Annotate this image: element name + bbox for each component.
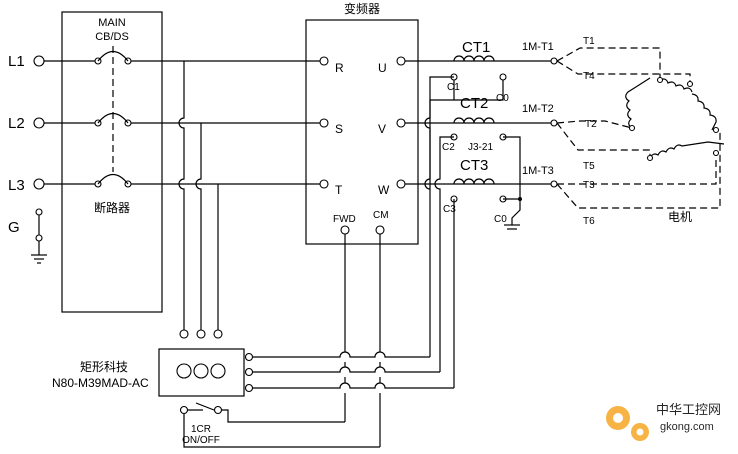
main-breaker-box [61,11,163,313]
terminal-w-label: W [378,183,390,197]
m1-label: 1M-T1 [522,41,554,53]
g-label: G [8,219,20,236]
c3-label: C3 [443,204,456,215]
cr1-label: 1CR [191,424,211,435]
main-label: MAIN [98,17,126,29]
ct-coils [453,55,495,185]
ct-secondary-wires [424,73,522,388]
terminal-u-label: U [378,61,387,75]
ct2-label: CT2 [460,95,488,112]
t4-label: T4 [583,71,595,82]
model-label: N80-M39MAD-AC [52,376,149,390]
t5-label: T5 [583,161,595,172]
terminal-v-label: V [378,122,386,136]
cm-label: CM [373,210,389,221]
ct1-label: CT1 [462,39,490,56]
t6-label: T6 [583,216,595,227]
c0b-label: C0 [494,214,507,225]
ct3-label: CT3 [460,157,488,174]
terminal-s-label: S [335,122,343,136]
terminal-r-label: R [335,61,344,75]
ground-symbol [31,208,47,264]
breaker-label: 断路器 [94,200,130,215]
motor-leads [556,47,721,209]
inverter-box [305,19,419,245]
terminal-t-label: T [335,183,343,197]
brand-label: 矩形科技 [80,360,128,374]
fwd-label: FWD [333,214,356,225]
tap-wires [178,61,219,330]
m3-label: 1M-T3 [522,165,554,177]
j321-label: J3-21 [468,142,493,153]
inverter-terminals [319,56,406,235]
module-signal-wires [183,234,454,448]
n80-terminals [176,329,254,415]
breaker-contacts [94,46,132,188]
c2-label: C2 [442,142,455,153]
l2-label: L2 [8,115,25,132]
m2-label: 1M-T2 [522,103,554,115]
t3-label: T3 [583,180,595,191]
watermark-cn: 中华工控网 [656,403,721,418]
cbds-label: CB/DS [95,31,129,43]
onoff-label: ON/OFF [182,435,220,446]
motor-windings [625,76,725,162]
t2-label: T2 [585,119,597,130]
l3-label: L3 [8,177,25,194]
watermark-url: gkong.com [660,421,714,433]
line-wires [33,55,321,190]
inverter-label: 变频器 [344,1,380,16]
gkong-watermark: 中华工控网 gkong.com [606,403,721,441]
l1-label: L1 [8,53,25,70]
motor-label: 电机 [668,210,692,224]
t1-label: T1 [583,36,595,47]
